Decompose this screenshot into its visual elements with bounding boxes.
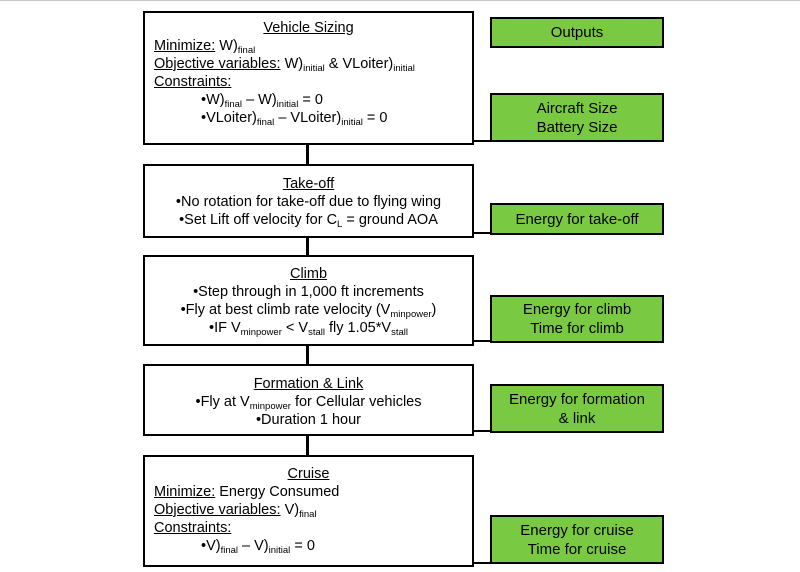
outputs-header: Outputs [490,17,664,48]
sizing-minimize-line: Minimize: W)final [154,38,256,56]
output-energy-cruise: Energy for cruise [520,521,634,539]
formation-box: Formation & Link •Fly at Vminpower for C… [143,364,474,436]
output-formation: Energy for formation & link [490,384,664,433]
output-link: & link [558,409,596,427]
formation-line-1: •Fly at Vminpower for Cellular vehicles [195,394,422,412]
output-link-formation [473,430,491,432]
takeoff-box: Take-off •No rotation for take-off due t… [143,164,474,238]
vehicle-sizing-box: Vehicle Sizing Minimize: W)final Objecti… [143,11,474,145]
output-time-cruise: Time for cruise [527,540,627,558]
connector-formation-cruise [306,435,309,455]
takeoff-title: Take-off [282,176,335,192]
output-battery-size: Battery Size [536,118,618,136]
takeoff-line-2: •Set Lift off velocity for CL = ground A… [179,212,438,230]
output-link-takeoff [473,232,491,234]
sizing-constraint-2: •VLoiter)final – VLoiter)initial = 0 [201,110,388,128]
connector-sizing-takeoff [306,144,309,164]
cruise-minimize-line: Minimize: Energy Consumed [154,484,340,500]
climb-line-3: •IF Vminpower < Vstall fly 1.05*Vstall [209,320,408,338]
output-energy-climb: Energy for climb [522,301,632,318]
output-climb: Energy for climb Time for climb [490,295,664,343]
output-aircraft-size: Aircraft Size [536,99,618,117]
takeoff-line-1: •No rotation for take-off due to flying … [175,194,442,210]
output-takeoff: Energy for take-off [490,203,664,235]
cruise-objective-line: Objective variables: V)final [154,502,317,520]
cruise-constraint-1: •V)final – V)initial = 0 [201,538,315,556]
output-link-climb [473,340,491,342]
output-sizing: Aircraft Size Battery Size [490,93,664,142]
vehicle-sizing-title: Vehicle Sizing [263,20,354,36]
output-energy-formation: Energy for formation [509,390,645,408]
climb-title: Climb [289,266,328,282]
sizing-constraint-1: •W)final – W)initial = 0 [201,92,323,110]
formation-title: Formation & Link [253,376,364,392]
sizing-constraints-label: Constraints: [154,74,232,90]
output-link-sizing [473,140,491,142]
output-time-climb: Time for climb [530,320,624,337]
climb-box: Climb •Step through in 1,000 ft incremen… [143,255,474,346]
connector-climb-formation [306,345,309,365]
climb-line-2: •Fly at best climb rate velocity (Vminpo… [180,302,437,320]
cruise-title: Cruise [287,466,330,482]
output-link-cruise [473,562,491,564]
output-energy-takeoff: Energy for take-off [515,210,639,228]
sizing-objective-line: Objective variables: W)initial & VLoiter… [154,56,415,74]
top-divider [0,0,800,1]
cruise-box: Cruise Minimize: Energy Consumed Objecti… [143,455,474,567]
cruise-constraints-label: Constraints: [154,520,232,536]
output-cruise: Energy for cruise Time for cruise [490,515,664,564]
connector-takeoff-climb [306,237,309,256]
formation-line-2: •Duration 1 hour [255,412,362,428]
climb-line-1: •Step through in 1,000 ft increments [193,284,424,300]
